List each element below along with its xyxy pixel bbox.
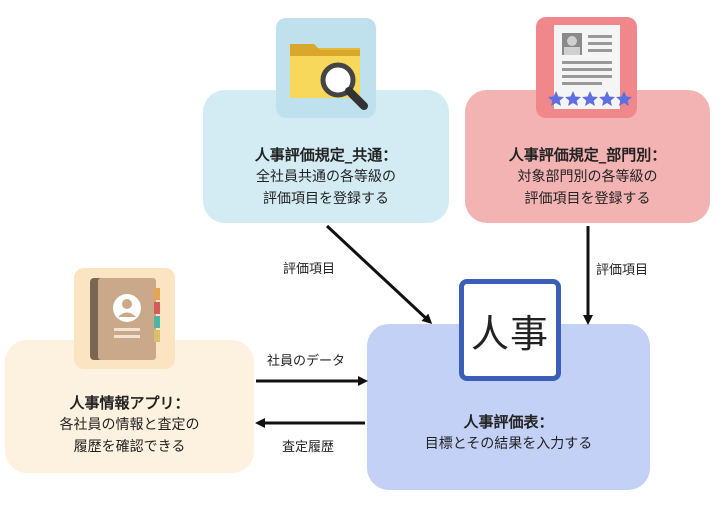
node-hrapp-desc-line2: 履歴を確認できる bbox=[73, 438, 186, 455]
jinji-kanji-icon: 人事 bbox=[459, 279, 561, 381]
node-hrapp-title: 人事情報アプリ： bbox=[69, 393, 190, 412]
resume-stars-icon bbox=[536, 17, 637, 118]
edge-label-hrapp-to-eval: 社員のデータ bbox=[267, 354, 346, 369]
edge-label-dept-to-eval: 評価項目 bbox=[596, 263, 649, 278]
node-eval-desc-line1: 目標とその結果を入力する bbox=[424, 436, 593, 452]
node-common-desc-line1: 全社員共通の各等級の bbox=[256, 168, 396, 185]
address-book-icon bbox=[74, 268, 175, 369]
node-hrapp-desc-line1: 各社員の情報と査定の bbox=[59, 416, 200, 433]
node-dept-desc-line1: 対象部門別の各等級の bbox=[517, 168, 658, 185]
edge-common-to-eval bbox=[325, 224, 433, 325]
jinji-icon-text: 人事 bbox=[470, 311, 549, 356]
node-common-title: 人事評価規定_共通： bbox=[254, 145, 398, 164]
node-hr-info-app: 人事情報アプリ： 各社員の情報と査定の 履歴を確認できる bbox=[5, 340, 254, 473]
folder-search-icon bbox=[276, 18, 376, 118]
node-dept-desc-line2: 評価項目を登録する bbox=[524, 190, 651, 207]
edge-label-common-to-eval: 評価項目 bbox=[283, 262, 336, 277]
node-common-desc-line2: 評価項目を登録する bbox=[263, 190, 389, 207]
edge-label-eval-to-hrapp: 査定履歴 bbox=[282, 440, 335, 455]
node-dept-title: 人事評価規定_部門別： bbox=[508, 145, 667, 164]
node-eval-title: 人事評価表： bbox=[463, 413, 554, 431]
